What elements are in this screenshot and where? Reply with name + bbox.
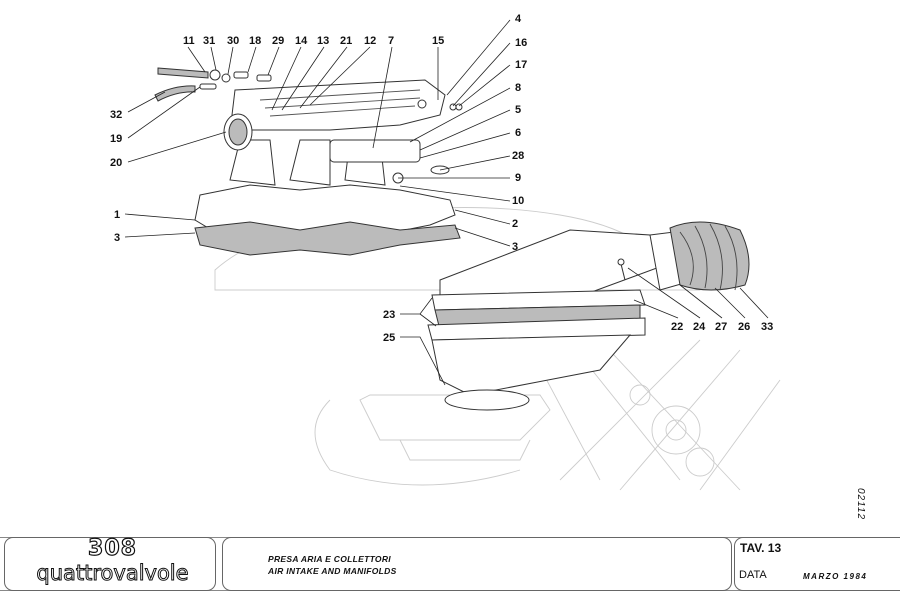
hoses-fittings xyxy=(154,67,463,175)
title-box xyxy=(222,537,732,591)
callout-18: 18 xyxy=(249,35,261,47)
title-italian: PRESA ARIA E COLLETTORI xyxy=(268,554,391,564)
callout-2: 2 xyxy=(512,218,518,230)
callout-23: 23 xyxy=(383,309,395,321)
date-value: MARZO 1984 xyxy=(803,572,868,581)
callout-27: 27 xyxy=(715,321,727,333)
logo-308-quattrovalvole: 308 quattrovalvole xyxy=(10,536,215,589)
callout-6: 6 xyxy=(515,127,521,139)
callout-8: 8 xyxy=(515,82,521,94)
sheet-info-box xyxy=(734,537,900,591)
callout-15: 15 xyxy=(432,35,444,47)
title-english: AIR INTAKE AND MANIFOLDS xyxy=(268,566,397,576)
callout-26: 26 xyxy=(738,321,750,333)
callout-9: 9 xyxy=(515,172,521,184)
callout-28: 28 xyxy=(512,150,524,162)
callout-33: 33 xyxy=(761,321,773,333)
callout-25: 25 xyxy=(383,332,395,344)
callout-32: 32 xyxy=(110,109,122,121)
callout-24: 24 xyxy=(693,321,706,333)
air-filter-assembly xyxy=(427,221,750,411)
callout-10: 10 xyxy=(512,195,524,207)
callout-1: 1 xyxy=(114,209,120,221)
callout-22: 22 xyxy=(671,321,683,333)
callout-30: 30 xyxy=(227,35,239,47)
callout-20: 20 xyxy=(110,157,122,169)
callout-7: 7 xyxy=(388,35,394,47)
callout-31: 31 xyxy=(203,35,215,47)
logo-box xyxy=(4,537,216,591)
date-label: DATA xyxy=(739,569,767,581)
callout-4: 4 xyxy=(515,13,522,25)
callout-12: 12 xyxy=(364,35,376,47)
callout-16: 16 xyxy=(515,37,527,49)
drawing-serial-number: 02112 xyxy=(855,488,866,521)
callout-14: 14 xyxy=(295,35,308,47)
callout-labels: 11 31 30 18 29 14 13 21 12 7 15 4 16 17 … xyxy=(110,13,773,344)
callout-19: 19 xyxy=(110,133,122,145)
callout-29: 29 xyxy=(272,35,284,47)
callout-3-left: 3 xyxy=(114,232,120,244)
leader-lines xyxy=(124,19,769,386)
callout-5: 5 xyxy=(515,104,521,116)
logo-number: 308 xyxy=(87,536,137,561)
callout-13: 13 xyxy=(317,35,329,47)
exploded-diagram: 11 31 30 18 29 14 13 21 12 7 15 4 16 17 … xyxy=(110,13,781,491)
logo-word: quattrovalvole xyxy=(36,561,189,586)
intake-manifold xyxy=(194,79,461,256)
callout-17: 17 xyxy=(515,59,527,71)
callout-3-right: 3 xyxy=(512,241,518,253)
plate-number: TAV. 13 xyxy=(740,541,782,555)
callout-11: 11 xyxy=(183,35,195,47)
callout-21: 21 xyxy=(340,35,352,47)
